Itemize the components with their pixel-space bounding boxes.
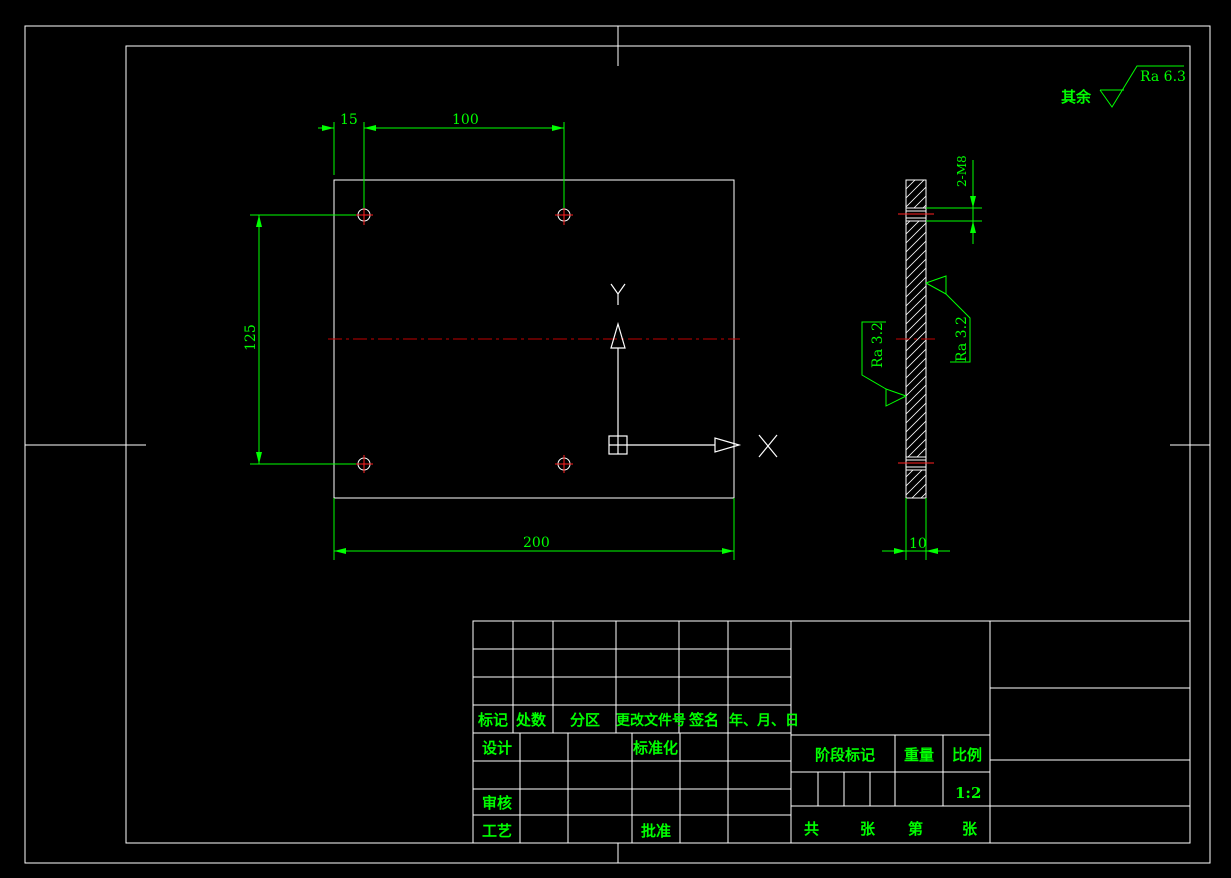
lbl-sheets1: 张 — [860, 820, 876, 838]
hdr-date: 年、月、日 — [729, 712, 799, 729]
hatch-line — [906, 303, 926, 325]
hdr-mark: 标记 — [477, 711, 508, 729]
lbl-weight: 重量 — [904, 746, 934, 764]
hatch-line — [906, 276, 926, 298]
surface-finish-left: Ra 3.2 — [861, 321, 907, 407]
dim-thread: 2-M8 — [955, 155, 969, 187]
hatch-line — [906, 339, 926, 361]
surface-finish-right: Ra 3.2 — [925, 275, 971, 363]
centering-marks — [25, 26, 1210, 863]
hatch-line — [906, 180, 925, 199]
dim-10: 10 — [909, 536, 927, 552]
hatch-line — [906, 366, 926, 388]
title-block: 标记 处数 分区 更改文件号 签名 年、月、日 设计 标准化 审核 工艺 批准 … — [472, 620, 1191, 844]
hatch-line — [906, 393, 926, 415]
dim-left: 125 — [243, 214, 356, 465]
hole-top-right — [555, 206, 573, 225]
hatch-line — [906, 502, 926, 522]
hdr-change-doc: 更改文件号 — [616, 712, 686, 729]
y-axis-letter — [610, 283, 626, 305]
lbl-design: 设计 — [482, 739, 512, 757]
hatch-line — [906, 348, 926, 370]
dim-bottom: 200 — [333, 498, 735, 560]
lbl-process: 工艺 — [482, 822, 512, 840]
hatch-line — [906, 438, 926, 460]
hdr-zone: 分区 — [570, 711, 600, 729]
dim-15: 15 — [340, 112, 358, 128]
hatch-line — [906, 267, 926, 289]
lbl-total: 共 — [804, 820, 819, 838]
lbl-stage-mark: 阶段标记 — [815, 746, 875, 764]
hatch-line — [906, 511, 926, 531]
dim-125: 125 — [243, 324, 259, 351]
hatch-line — [911, 483, 926, 498]
hatch-line — [906, 411, 926, 433]
side-view: 2-M8 Ra 3.2 Ra 3.2 10 — [861, 155, 982, 560]
scale-value: 1:2 — [955, 784, 981, 802]
hatch-line — [906, 312, 926, 334]
hatch-line — [906, 330, 926, 352]
ucs-icon — [608, 283, 778, 458]
hatch-line — [906, 258, 926, 280]
hatch-line — [906, 180, 916, 190]
hatch-line — [920, 492, 926, 498]
lbl-number: 第 — [908, 820, 923, 838]
dim-top: 15 100 — [318, 112, 565, 208]
rest-label: 其余 — [1061, 88, 1092, 106]
dim-100: 100 — [452, 112, 479, 128]
hatch-line — [906, 420, 926, 442]
hatch-line — [906, 294, 926, 316]
dim-200: 200 — [523, 535, 550, 551]
lbl-approve: 批准 — [641, 822, 671, 840]
hatch-line — [906, 231, 926, 253]
rest-finish-value: Ra 6.3 — [1140, 69, 1186, 85]
hole-bottom-right — [555, 455, 573, 473]
dim-thickness: 10 — [882, 498, 950, 560]
x-axis-letter — [758, 434, 778, 458]
hatch-line — [906, 249, 926, 271]
hatch-line — [906, 384, 926, 406]
hdr-signature: 签名 — [688, 711, 719, 729]
hole-top-left — [355, 206, 373, 225]
front-view: Y X 15 100 125 — [243, 112, 778, 560]
hatch-line — [906, 402, 926, 424]
hatch-line — [906, 222, 926, 244]
hatch-line — [906, 375, 926, 397]
lbl-scale: 比例 — [952, 746, 982, 764]
thread-callout: 2-M8 — [926, 155, 982, 244]
hatch-line — [906, 186, 926, 208]
hdr-count: 处数 — [515, 711, 547, 729]
hatch-line — [906, 240, 926, 262]
right-finish-value: Ra 3.2 — [954, 316, 970, 362]
hole-bottom-left — [355, 455, 373, 473]
hatch-line — [906, 429, 926, 451]
left-finish-value: Ra 3.2 — [870, 322, 886, 368]
lbl-standardize: 标准化 — [632, 739, 678, 757]
lbl-sheets2: 张 — [962, 820, 978, 838]
hatch-line — [906, 474, 926, 496]
hatch-line — [906, 285, 926, 307]
surface-finish-rest: 其余 Ra 6.3 — [1061, 65, 1186, 108]
hatch-line — [906, 180, 907, 181]
hatch-line — [906, 357, 926, 379]
lbl-review: 审核 — [482, 794, 512, 812]
